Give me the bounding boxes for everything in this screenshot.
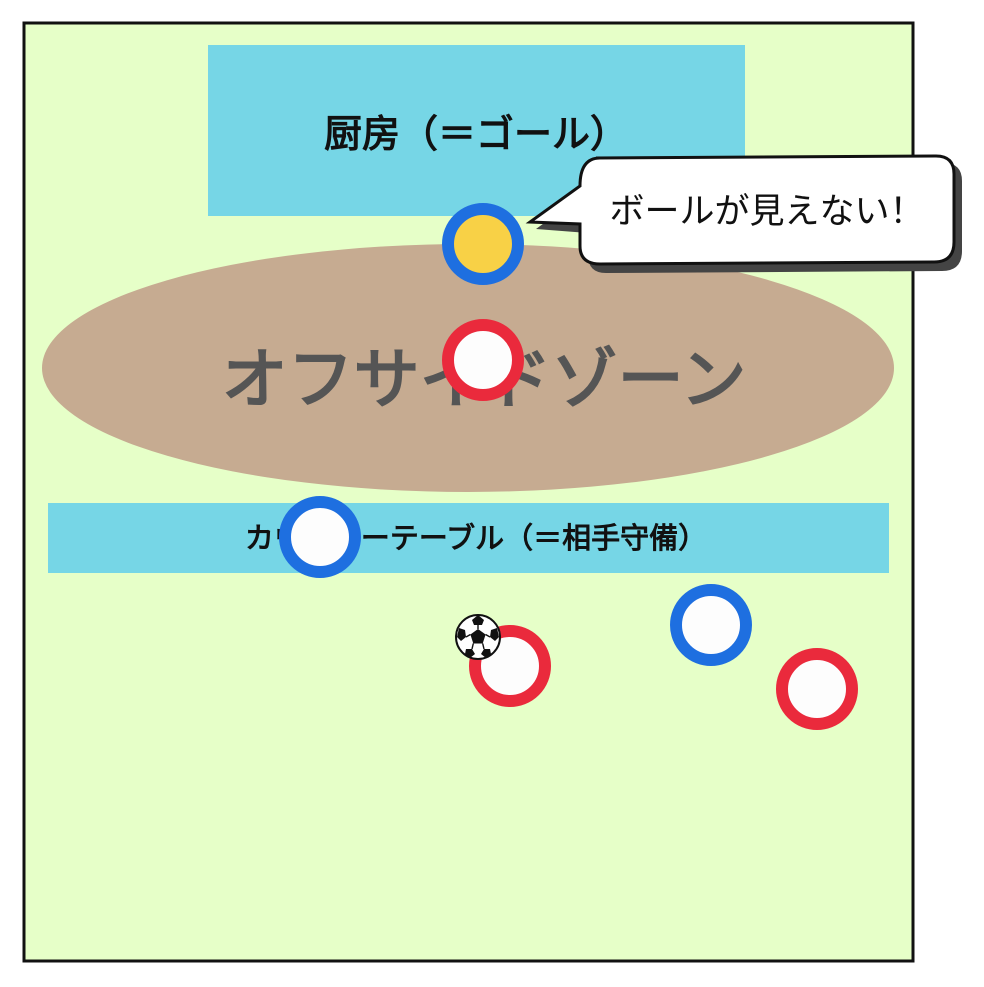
- speech-bubble-text: ボールが見えない！: [609, 192, 924, 232]
- kitchen-label: 厨房（＝ゴール）: [324, 112, 628, 156]
- counter-table: [48, 503, 889, 573]
- red-player-offside: [442, 319, 524, 401]
- goalkeeper: [442, 203, 524, 285]
- speech-bubble: ボールが見えない！: [525, 154, 962, 273]
- speech-bubble-body: [525, 154, 956, 266]
- blue-player-right: [670, 584, 752, 666]
- blue-player-counter: [279, 496, 361, 578]
- soccer-ball-icon: [455, 614, 501, 660]
- red-player-right: [776, 648, 858, 730]
